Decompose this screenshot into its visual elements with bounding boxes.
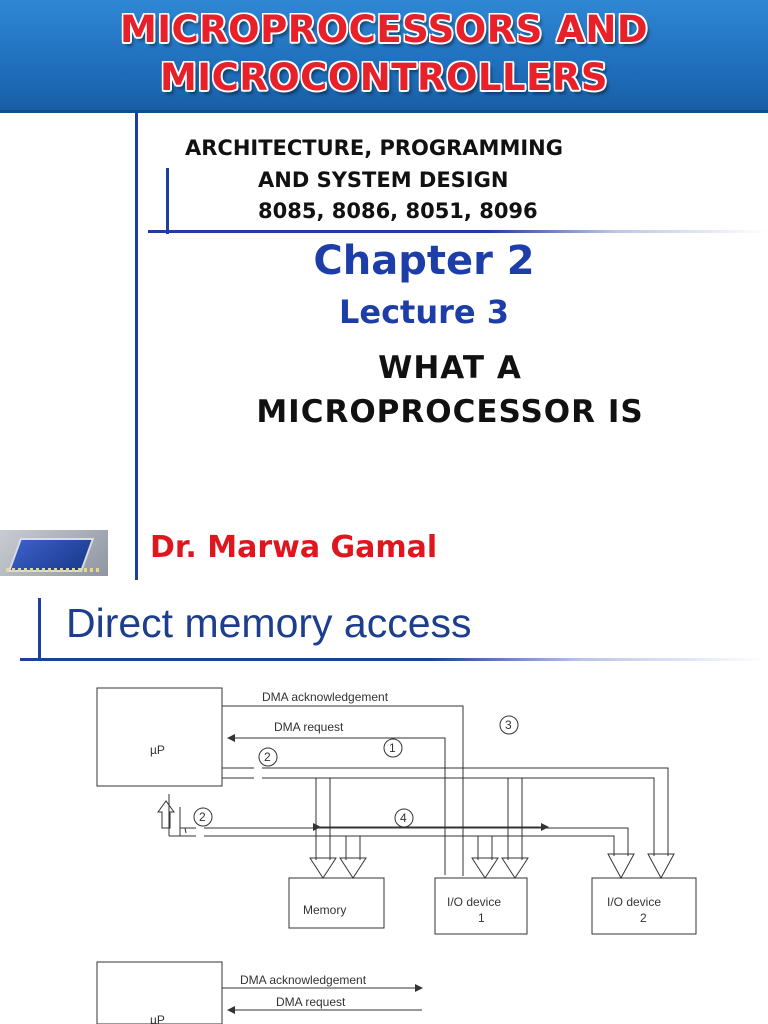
dma-ack-label: DMA acknowledgement <box>262 690 389 704</box>
io1-drop-b <box>507 778 523 860</box>
step-2b-label: 2 <box>199 810 206 824</box>
bus2-left <box>180 827 196 837</box>
io2-label-line2: 2 <box>640 911 647 925</box>
chapter-heading: Chapter 2 <box>313 238 535 284</box>
dma-req-line <box>227 734 446 875</box>
step-2a-label: 2 <box>264 750 271 764</box>
io1-drop-a <box>477 836 493 860</box>
mem-arrow-a <box>309 857 337 879</box>
dma-slide: Direct memory access <box>0 584 768 1024</box>
slide-title-line1: MICROPROCESSORS AND <box>119 8 649 51</box>
subtitle-line3: 8085, 8086, 8051, 8096 <box>258 199 538 223</box>
memory-box <box>288 877 385 929</box>
step-1-label: 1 <box>389 741 396 755</box>
title-slide: MICROPROCESSORS AND MICROCONTROLLERS ARC… <box>0 0 768 580</box>
subtitle-line2: AND SYSTEM DESIGN <box>258 168 509 192</box>
subtitle-line1: ARCHITECTURE, PROGRAMMING <box>185 136 563 160</box>
chip-image <box>0 530 108 576</box>
up-label: µP <box>150 743 165 757</box>
step-circle-2b <box>193 807 213 827</box>
up-label-2: µP <box>150 1013 165 1024</box>
dma-req-label: DMA request <box>274 720 344 734</box>
vertical-rule-accent <box>166 168 169 234</box>
dma-vertical-rule <box>38 598 41 660</box>
bus2-main <box>204 827 629 856</box>
topic-line1: WHAT A <box>378 350 522 386</box>
bus1-main <box>262 767 669 856</box>
lecture-heading: Lecture 3 <box>338 293 510 331</box>
title-banner: MICROPROCESSORS AND MICROCONTROLLERS <box>0 0 768 113</box>
chip-die <box>7 538 95 572</box>
dma-diagram: DMA acknowledgement DMA request µP Memor… <box>96 687 697 1024</box>
up-box <box>96 687 223 787</box>
dma-ack-label-2: DMA acknowledgement <box>240 973 367 987</box>
io1-label-line1: I/O device <box>447 895 501 909</box>
io1-arrow-a <box>471 857 499 879</box>
dma-horizontal-rule <box>20 658 768 661</box>
step-circle-2a <box>258 747 278 767</box>
io2-box <box>591 877 697 935</box>
horizontal-rule <box>148 230 768 233</box>
step-3-label: 3 <box>505 718 512 732</box>
bus1-left <box>222 767 254 779</box>
topic-line2: MICROPROCESSOR IS <box>256 394 644 430</box>
step-4-label: 4 <box>400 811 407 825</box>
io1-label-line2: 1 <box>478 911 485 925</box>
bus2-up-arrow <box>157 800 175 829</box>
up-box-2 <box>96 961 223 1024</box>
step-circle-1 <box>383 738 403 758</box>
dma-title: Direct memory access <box>66 600 472 646</box>
mem-drop-a <box>315 778 331 860</box>
bus2-stub <box>168 794 194 837</box>
io1-arrow-b <box>501 857 529 879</box>
vertical-rule-main <box>135 113 138 580</box>
io2-arrow-b <box>647 853 675 880</box>
io2-arrow-a <box>607 853 635 880</box>
io2-label-line1: I/O device <box>607 895 661 909</box>
io1-box <box>434 877 528 935</box>
mem-arrow-b <box>339 857 367 879</box>
memory-label: Memory <box>303 903 346 917</box>
dma-req-label-2: DMA request <box>276 995 346 1009</box>
mem-drop-b <box>345 836 361 860</box>
chip-pins <box>6 568 102 572</box>
slide-title-line2: MICROCONTROLLERS <box>159 56 608 99</box>
dma-ack-line <box>222 705 464 876</box>
author-name: Dr. Marwa Gamal <box>150 530 438 565</box>
step-circle-3 <box>499 715 519 735</box>
step-circle-4 <box>394 808 414 828</box>
